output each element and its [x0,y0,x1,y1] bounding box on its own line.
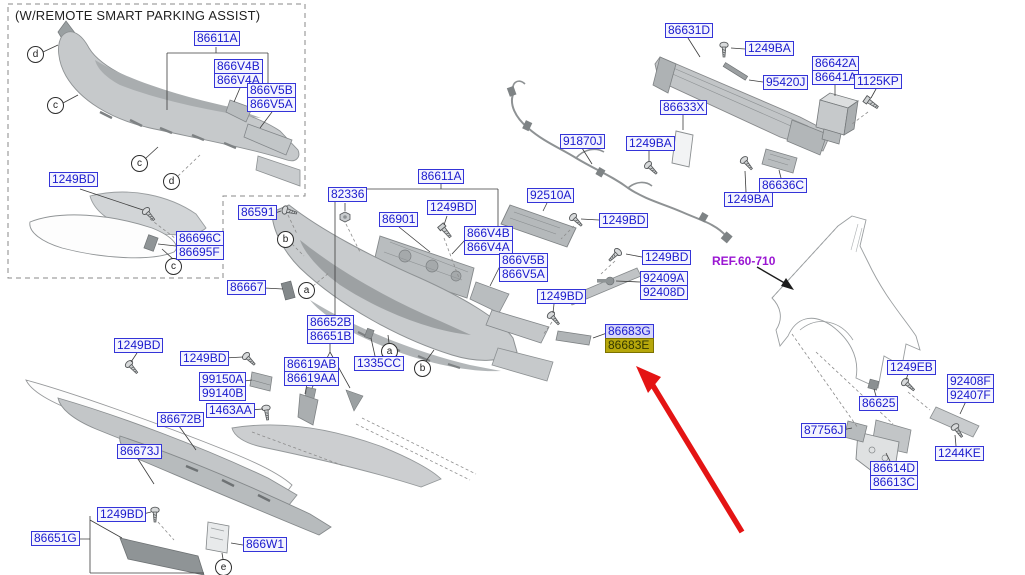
part-label-86619ab[interactable]: 86619AB [284,357,340,372]
part-label-866v5a-inset[interactable]: 866V5A [247,97,296,112]
part-label-group-92408f: 92408F 92407F [947,374,994,403]
part-label-86667[interactable]: 86667 [227,280,267,295]
part-label-86614d[interactable]: 86614D [870,461,919,476]
part-label-group-92409a: 92409A 92408D [640,271,689,300]
part-label-86652b[interactable]: 86652B [307,315,355,330]
part-label-86611a[interactable]: 86611A [418,169,465,184]
part-label-1335cc[interactable]: 1335CC [354,356,405,371]
part-label-1249bd-1[interactable]: 1249BD [49,172,99,187]
part-label-1249bd-3[interactable]: 1249BD [599,213,649,228]
callout-b-1: b [277,231,294,248]
part-label-92510a[interactable]: 92510A [527,188,575,203]
part-label-866v4b-inset[interactable]: 866V4B [214,59,263,74]
part-label-86636c[interactable]: 86636C [759,178,808,193]
part-label-92408f[interactable]: 92408F [947,374,994,389]
part-label-86651g[interactable]: 86651G [31,531,80,546]
part-label-92409a[interactable]: 92409A [640,271,689,286]
part-label-86696c[interactable]: 86696C [176,231,225,246]
part-label-866v5b-inset[interactable]: 866V5B [247,83,296,98]
part-label-86613c[interactable]: 86613C [870,475,919,490]
part-label-1249eb[interactable]: 1249EB [887,360,936,375]
part-label-86651b[interactable]: 86651B [307,329,355,344]
part-label-1244ke[interactable]: 1244KE [935,446,984,461]
part-label-91870j[interactable]: 91870J [560,134,606,149]
lower-trim-strips-drawing [25,379,332,575]
quarter-panel-drawing [771,215,921,389]
part-label-1249bd-4[interactable]: 1249BD [537,289,587,304]
part-label-866w1[interactable]: 866W1 [243,537,288,552]
part-label-92407f[interactable]: 92407F [947,388,994,403]
ref-60-710-link[interactable]: REF.60-710 [712,254,776,268]
part-label-1249ba-3[interactable]: 1249BA [724,192,773,207]
part-label-group-86619: 86619AB 86619AA [284,357,340,386]
part-label-1249ba-1[interactable]: 1249BA [745,41,794,56]
wiring-harness-drawing [506,80,733,244]
inset-title: (W/REMOTE SMART PARKING ASSIST) [15,8,261,23]
part-label-1249bd-5[interactable]: 1249BD [642,250,692,265]
callout-d-2: d [163,173,180,190]
part-label-group-86683: 86683G 86683E [605,324,654,353]
part-label-86633x[interactable]: 86633X [660,100,708,115]
callout-a-1: a [298,282,315,299]
part-label-86683g[interactable]: 86683G [605,324,654,339]
callout-c-2: c [131,155,148,172]
part-label-86591[interactable]: 86591 [238,205,278,220]
part-label-92408d[interactable]: 92408D [640,285,689,300]
part-label-1249bd-7[interactable]: 1249BD [180,351,230,366]
red-arrow-annotation [636,366,745,534]
part-label-99140b[interactable]: 99140B [199,386,247,401]
part-label-86901[interactable]: 86901 [379,212,419,227]
part-label-86683e-highlighted[interactable]: 86683E [605,338,654,353]
part-label-87756j[interactable]: 87756J [801,423,847,438]
assembly-dashed-lines [149,111,931,541]
part-label-86619aa[interactable]: 86619AA [284,371,340,386]
part-label-group-86642a: 86642A 86641A [812,56,860,85]
callout-c-3: c [165,258,182,275]
callout-d-1: d [27,46,44,63]
part-label-86673j[interactable]: 86673J [117,444,163,459]
bumper-beam-drawing [652,56,859,174]
part-label-86642a[interactable]: 86642A [812,56,860,71]
ref-arrow [756,266,794,290]
part-label-1463aa[interactable]: 1463AA [206,403,255,418]
part-label-86641a[interactable]: 86641A [812,70,860,85]
part-label-95420j[interactable]: 95420J [763,75,809,90]
part-label-86611a-inset[interactable]: 86611A [194,31,241,46]
rear-bumper-assembly-drawing [231,204,642,488]
part-label-1249bd-6[interactable]: 1249BD [114,338,164,353]
part-label-group-866v5-inset: 866V5B 866V5A [247,83,296,112]
part-label-866v4b[interactable]: 866V4B [464,226,513,241]
part-label-86695f[interactable]: 86695F [176,245,225,260]
part-label-86672b[interactable]: 86672B [157,412,205,427]
part-label-group-866v4: 866V4B 866V4A [464,226,513,255]
callout-a-2: a [381,343,398,360]
part-label-82336[interactable]: 82336 [328,187,368,202]
part-label-99150a[interactable]: 99150A [199,372,247,387]
fastener-icons [123,41,966,523]
part-label-1249bd-8[interactable]: 1249BD [97,507,147,522]
part-label-866v5a[interactable]: 866V5A [499,267,548,282]
callout-e-1: e [215,559,232,575]
part-label-1125kp[interactable]: 1125KP [854,74,902,89]
part-label-1249bd-2[interactable]: 1249BD [427,200,477,215]
callout-b-2: b [414,360,431,377]
part-label-866v4a[interactable]: 866V4A [464,240,513,255]
part-label-866v5b[interactable]: 866V5B [499,253,548,268]
part-label-group-99150a: 99150A 99140B [199,372,247,401]
leader-lines [42,37,968,574]
part-label-group-86652b: 86652B 86651B [307,315,355,344]
part-label-1249ba-2[interactable]: 1249BA [626,136,675,151]
part-label-86625[interactable]: 86625 [859,396,899,411]
part-label-group-866v5: 866V5B 866V5A [499,253,548,282]
callout-c-1: c [47,97,64,114]
inset-bumper-drawing [29,20,301,259]
inset-dashed-border [7,3,306,279]
part-label-group-86614d: 86614D 86613C [870,461,919,490]
part-label-group-86696c: 86696C 86695F [176,231,225,260]
part-label-86631d[interactable]: 86631D [665,23,714,38]
